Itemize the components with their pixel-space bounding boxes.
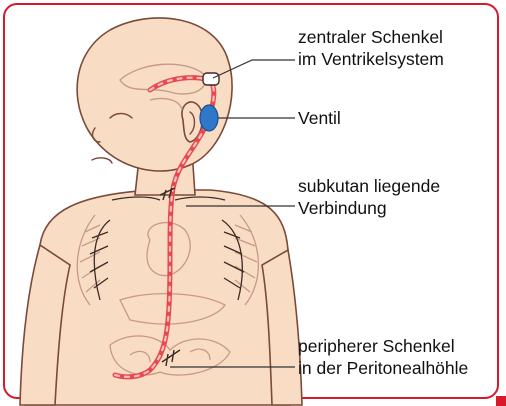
label-central-limb: zentraler Schenkel im Ventrikelsystem	[298, 26, 444, 70]
label-valve: Ventil	[298, 107, 341, 129]
valve-shape	[200, 105, 218, 131]
label-valve-line1: Ventil	[298, 107, 341, 129]
label-peripheral-limb: peripherer Schenkel in der Peritonealhöh…	[298, 335, 468, 379]
head	[77, 18, 232, 171]
burr-hole-reservoir	[203, 73, 219, 85]
label-central-limb-line1: zentraler Schenkel	[298, 26, 444, 48]
label-peripheral-limb-line1: peripherer Schenkel	[298, 335, 468, 357]
mouth	[92, 158, 112, 163]
label-subcutaneous-line2: Verbindung	[298, 197, 440, 219]
label-central-limb-line2: im Ventrikelsystem	[298, 48, 444, 70]
label-subcutaneous-connection: subkutan liegende Verbindung	[298, 175, 440, 219]
label-peripheral-limb-line2: in der Peritonealhöhle	[298, 357, 468, 379]
label-subcutaneous-line1: subkutan liegende	[298, 175, 440, 197]
